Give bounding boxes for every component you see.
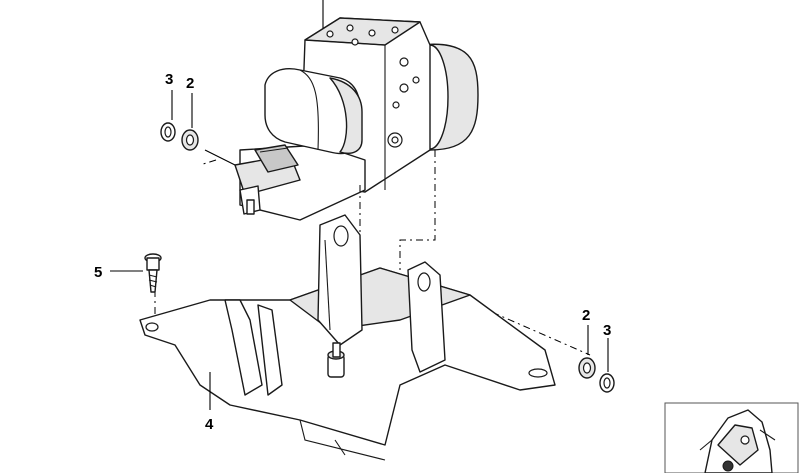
washer-right[interactable] <box>578 357 596 379</box>
grommet-left[interactable] <box>160 122 176 142</box>
alignment-line-washer <box>199 159 217 166</box>
callout-3-right: 3 <box>603 322 611 339</box>
hydraulic-unit[interactable] <box>234 0 479 221</box>
washer-left[interactable] <box>181 129 199 151</box>
alignment-line-right <box>399 150 436 270</box>
callout-2-left: 2 <box>186 75 194 92</box>
grommet-right[interactable] <box>599 373 615 393</box>
mounting-bracket[interactable] <box>139 214 556 461</box>
callout-2-right: 2 <box>582 307 590 324</box>
callout-5: 5 <box>94 264 102 281</box>
screw[interactable] <box>144 253 162 293</box>
leader-washer-unit <box>204 149 236 166</box>
callout-3-left: 3 <box>165 71 173 88</box>
vehicle-location-thumbnail[interactable] <box>664 402 799 473</box>
callout-4: 4 <box>205 416 214 433</box>
